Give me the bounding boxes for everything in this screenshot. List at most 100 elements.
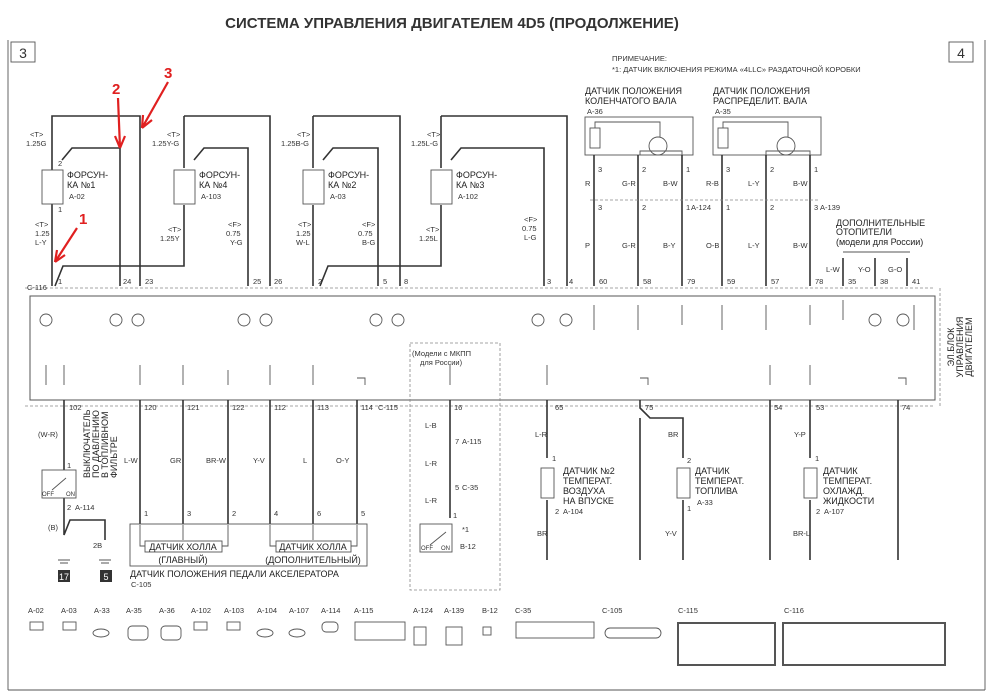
circle-mark [39,313,53,327]
crank-conn2-label: A-124 [691,203,711,212]
ecu-internal-transistors [39,300,915,385]
legend-5-label: A-102 [191,606,211,615]
mt-p7-label: 7 [455,437,459,446]
ecu-pins_top-7-label: 8 [404,277,408,286]
ecu-pins_top-16-label: 35 [848,277,856,286]
crank-colors2-2-label: B-Y [663,241,676,250]
legend-1-label: A-03 [61,606,77,615]
rect-mark [409,342,501,591]
ecu-pins_bottom-11-label: 53 [816,403,824,412]
injectors-3-n1-label: ФОРСУН- [456,170,497,180]
mt-on-label: ON [441,546,450,552]
mt-c2-label: L-R [425,459,438,468]
path-mark [54,205,185,287]
injectors-0-bot_c-label: L-Y [35,238,47,247]
path-mark [721,155,811,286]
rect-mark [717,127,729,149]
injectors-1-n1-label: ФОРСУН- [199,170,240,180]
cam-colors2-0-label: O-B [706,241,719,250]
injectors-2-r_c-label: B-G [362,238,376,247]
fuel_switch-conn-label: A-114 [75,503,94,512]
cam-pins2-1-label: 2 [770,203,774,212]
circle-mark [531,313,545,327]
legend-3-label: A-35 [126,606,142,615]
pedal-conn-label: C-105 [131,580,151,589]
injector-3: ФОРСУН-КА №3 A-102 <T>1.25L-G <T>1.25L <… [411,130,538,243]
crank-pins2-1-label: 2 [642,203,646,212]
temp-coolant-l-0-label: ДАТЧИК [823,466,858,476]
temp-intake-l-1-label: ТЕМПЕРАТ. [563,476,612,486]
fuel_switch-grounds-0-label: 17 [59,572,69,582]
temp-coolant-wire-label: Y-P [794,430,806,439]
annotations-2-label: 3 [164,65,172,82]
fuel_switch-grounds-1-label: 5 [103,572,108,582]
injectors-0-bot_s-label: 1.25 [35,229,50,238]
injectors-3-conn-label: A-102 [458,192,478,201]
fuel_switch-wire2-label: (B) [48,523,59,532]
ground-icon [58,559,111,564]
temp-fuel-conn-label: A-33 [697,498,713,507]
ecu-pins_top-9-label: 4 [569,277,573,286]
ecu-pins_bottom-8-label: 65 [555,403,563,412]
fuel_switch-label-3-label: ФИЛЬТРЕ [109,436,119,478]
temp-fuel-wire-label: BR [668,430,679,439]
annotations-0-label: 1 [79,211,87,228]
rect-mark [712,116,822,156]
path-mark [193,147,249,286]
injectors-3-top_w-label: 1.25L-G [411,139,438,148]
mt-conn7-label: A-115 [462,437,481,446]
path-mark [51,115,141,286]
page-left: 3 [19,45,27,61]
cam-colors2-1-label: L-Y [748,241,760,250]
cam-pins2-2-label: 3 [814,203,818,212]
pedal-colors-1-label: GR [170,456,182,465]
heaters-l2-label: ОТОПИТЕЛИ [836,227,892,237]
path-mark [313,115,401,286]
pedal-pins-3-label: 4 [274,509,278,518]
rect-mark [127,625,149,641]
injectors-1-top_w-label: 1.25Y-G [152,139,179,148]
ecu-pins_top-11-label: 58 [643,277,651,286]
mt-c3-label: L-R [425,496,438,505]
circle-mark [131,313,145,327]
legend-2-label: A-33 [94,606,110,615]
rect-mark [62,621,77,631]
ecu-label-2-label: ДВИГАТЕЛЕМ [964,317,974,376]
injectors-2-r_t-label: <F> [362,220,376,229]
page-right: 4 [957,45,965,61]
path-mark [769,400,899,560]
ecu-block: C-116 ЭЛ.БЛОК УПРАВЛЕНИЯ ДВИГАТЕЛЕМ [25,283,974,407]
ecu-pins_top-12-label: 79 [687,277,695,286]
path-mark [139,400,358,525]
pedal-colors-5-label: O-Y [336,456,349,465]
injectors-3-bot_t-label: <T> [426,225,440,234]
ecu-pins_bottom-10-label: 54 [774,403,782,412]
path-mark [450,147,545,286]
injectors-2-conn-label: A-03 [330,192,346,201]
crank-colors-0-label: R [585,179,591,188]
ecu-pins_top-10-label: 60 [599,277,607,286]
rect-mark [803,467,818,499]
injectors-1-r_c-label: Y-G [230,238,243,247]
fuel_switch-label-0-label: ВЫКЛЮЧАТЕЛЬ [82,409,92,478]
fuel_switch-on-label: ON [66,492,75,498]
rect-mark [604,627,662,639]
fuel_switch-label-2-label: В ТОПЛИВНОМ [100,412,110,478]
rect-mark [482,626,492,636]
pedal-title-label: ДАТЧИК ПОЛОЖЕНИЯ ПЕДАЛИ АКСЕЛЕРАТОРА [130,569,339,579]
injector-1: ФОРСУН-КА №1 A-02 <T>1.25G <T>1.25L-Y 21 [26,130,108,247]
path-mark [139,525,358,547]
ecu-pins_top-1-label: 24 [123,277,131,286]
temp-fuel-l-1-label: ТЕМПЕРАТ. [695,476,744,486]
crank-colors2-1-label: G-R [622,241,636,250]
temp-coolant-conn-label: A-107 [824,507,844,516]
fuel_switch-pin2-label: 2 [67,503,71,512]
pedal-colors-4-label: L [303,456,307,465]
mt-note-label: *1 [462,525,469,534]
